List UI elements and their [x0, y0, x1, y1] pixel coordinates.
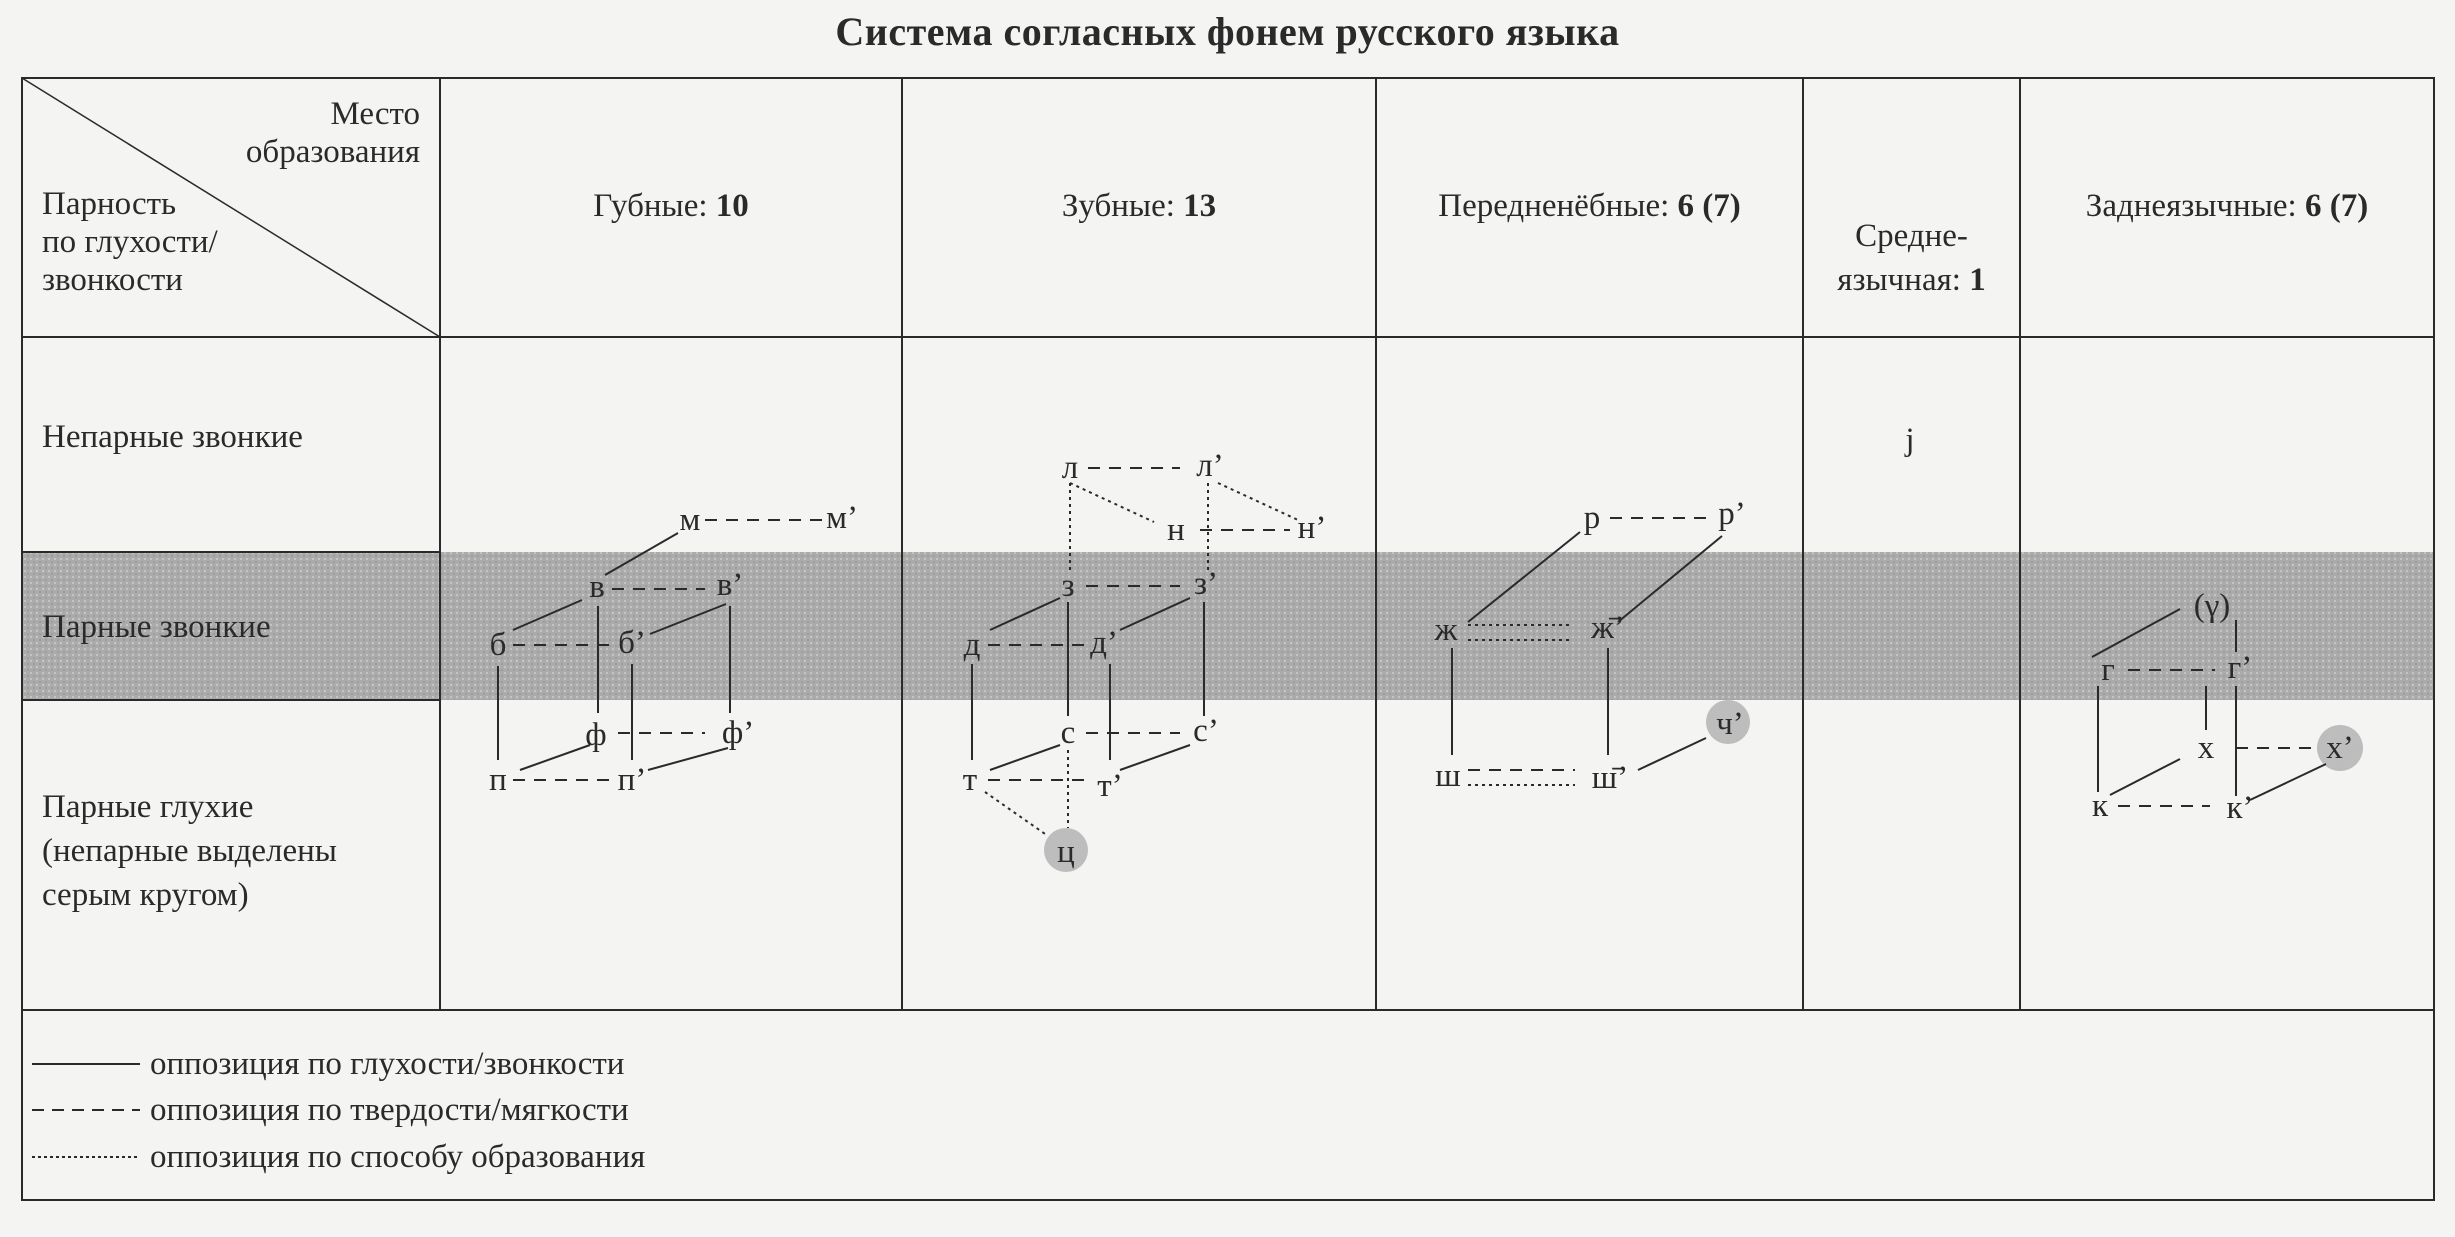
- phoneme-m-soft: м’: [826, 500, 858, 536]
- legend-item-hardness: оппозиция по твердости/мягкости: [150, 1091, 629, 1128]
- phoneme-f: ф: [585, 717, 607, 753]
- col-header-dental: Зубные: 13: [1061, 188, 1217, 224]
- phoneme-p-soft: п’: [617, 762, 647, 798]
- phoneme-zh-long-soft: ж̄’: [1591, 610, 1625, 646]
- table-rules: [21, 77, 2434, 1011]
- phoneme-b: б: [489, 627, 507, 663]
- phoneme-b-soft: б’: [618, 625, 646, 661]
- unpaired-circle-ch: [1706, 700, 1750, 744]
- page-title: Система согласных фонем русского языка: [835, 9, 1620, 54]
- unpaired-circle-kh-soft: [2317, 725, 2363, 771]
- phoneme-v: в: [589, 569, 605, 605]
- phoneme-v-soft: в’: [716, 567, 744, 603]
- corner-pairing-label: Парность по глухости/ звонкости: [42, 186, 218, 298]
- phoneme-sh-long-soft: ш̄’: [1591, 760, 1629, 796]
- phoneme-g-soft: г’: [2227, 650, 2253, 686]
- phoneme-n: н: [1167, 512, 1185, 548]
- row-label-paired-voiced: Парные звонкие: [42, 609, 271, 645]
- legend-item-voicing: оппозиция по глухости/звонкости: [150, 1045, 625, 1082]
- phoneme-r: р: [1583, 500, 1601, 536]
- col-header-labial: Губные: 10: [593, 188, 749, 224]
- phoneme-l: л: [1061, 450, 1079, 486]
- phoneme-m: м: [679, 502, 701, 538]
- paired-voiced-band: [22, 552, 2434, 700]
- col-header-prepalatal: Передненёбные: 6 (7): [1438, 188, 1741, 224]
- phoneme-zh: ж: [1434, 612, 1458, 648]
- labial-cube-lines: [497, 519, 825, 781]
- phoneme-t: т: [962, 762, 978, 798]
- phoneme-n-soft: н’: [1297, 510, 1327, 546]
- phoneme-s-soft: с’: [1193, 713, 1219, 749]
- phoneme-t-soft: т’: [1097, 768, 1123, 804]
- phoneme-k-soft: к’: [2226, 790, 2254, 826]
- phoneme-g: г: [2101, 652, 2115, 688]
- dental-prism-lines: [971, 467, 1299, 837]
- unpaired-circle-ts: [1044, 828, 1088, 872]
- phoneme-l-soft: л’: [1196, 448, 1224, 484]
- phoneme-p: п: [489, 762, 507, 798]
- phoneme-r-soft: р’: [1718, 496, 1746, 532]
- phoneme-z: з: [1061, 568, 1075, 604]
- phoneme-sh: ш: [1435, 758, 1461, 794]
- phoneme-kh-soft: х’: [2326, 730, 2354, 766]
- col-header-velar: Заднеязычные: 6 (7): [2085, 188, 2369, 224]
- velar-cube-lines: [2091, 608, 2327, 807]
- legend-samples: [32, 1063, 140, 1158]
- phoneme-kh: х: [2197, 730, 2215, 766]
- phoneme-ts: ц: [1057, 834, 1075, 870]
- row-label-paired-voiceless: Парные глухие (непарные выделены серым к…: [42, 789, 337, 913]
- phoneme-ch-soft: ч’: [1716, 706, 1744, 742]
- col-header-mediolingual: Средне- язычная: 1: [1837, 218, 1986, 298]
- legend-item-manner: оппозиция по способу образования: [150, 1138, 646, 1175]
- phoneme-z-soft: з’: [1193, 566, 1219, 602]
- phoneme-d-soft: д’: [1090, 625, 1118, 661]
- phoneme-gamma: (γ): [2193, 588, 2231, 624]
- phoneme-d: д: [963, 627, 981, 663]
- corner-place-label: Место образования: [245, 96, 420, 170]
- row-label-unpaired-voiced: Непарные звонкие: [42, 419, 303, 455]
- phoneme-f-soft: ф’: [721, 715, 755, 751]
- phoneme-k: к: [2091, 788, 2109, 824]
- phoneme-j: j: [1905, 422, 1915, 458]
- table-border: [21, 77, 2435, 1201]
- prepalatal-cube-lines: [1451, 517, 1723, 786]
- phoneme-s: с: [1060, 715, 1076, 751]
